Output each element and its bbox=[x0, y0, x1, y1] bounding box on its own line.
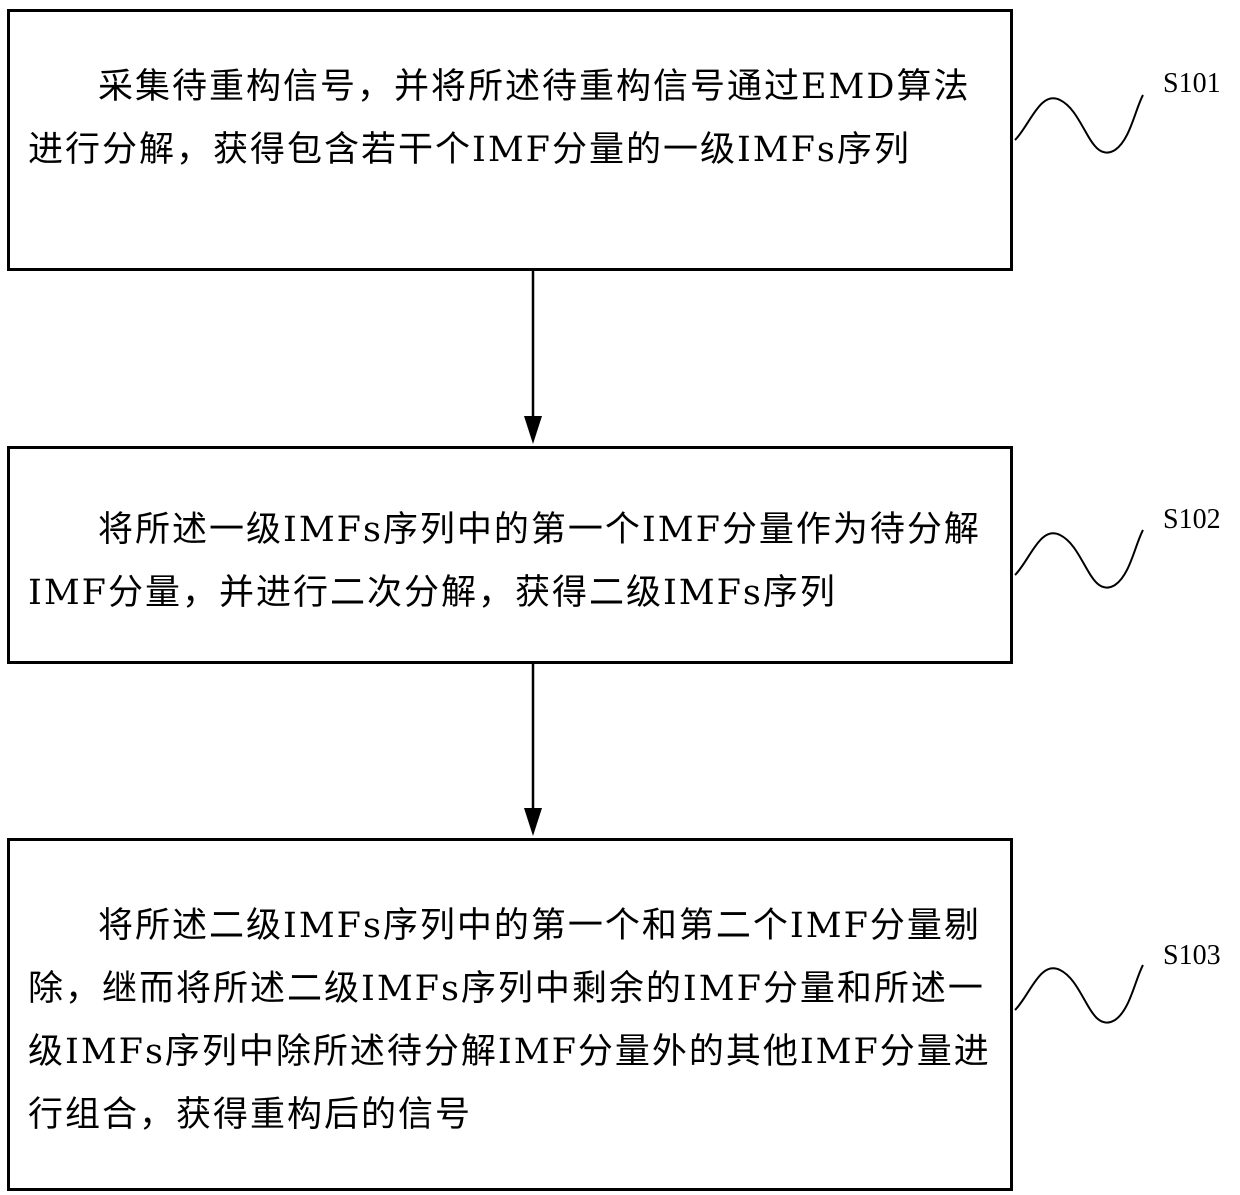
arrow-s102-s103-head bbox=[524, 808, 542, 836]
leader-wave-s103 bbox=[1015, 965, 1143, 1023]
step-label-s103: S103 bbox=[1163, 940, 1221, 972]
leader-wave-s102 bbox=[1015, 530, 1143, 588]
step-box-s102: 将所述一级IMFs序列中的第一个IMF分量作为待分解IMF分量，并进行二次分解，… bbox=[7, 446, 1013, 664]
step-text-s101: 采集待重构信号，并将所述待重构信号通过EMD算法进行分解，获得包含若干个IMF分… bbox=[28, 56, 996, 182]
step-label-s101: S101 bbox=[1163, 68, 1221, 100]
leader-wave-s101 bbox=[1015, 95, 1143, 153]
step-box-s101: 采集待重构信号，并将所述待重构信号通过EMD算法进行分解，获得包含若干个IMF分… bbox=[7, 9, 1013, 271]
step-text-s102: 将所述一级IMFs序列中的第一个IMF分量作为待分解IMF分量，并进行二次分解，… bbox=[28, 499, 996, 625]
arrow-s101-s102-head bbox=[524, 416, 542, 444]
step-text-s103: 将所述二级IMFs序列中的第一个和第二个IMF分量剔除，继而将所述二级IMFs序… bbox=[28, 895, 996, 1147]
step-label-s102: S102 bbox=[1163, 504, 1221, 536]
step-box-s103: 将所述二级IMFs序列中的第一个和第二个IMF分量剔除，继而将所述二级IMFs序… bbox=[7, 838, 1013, 1191]
